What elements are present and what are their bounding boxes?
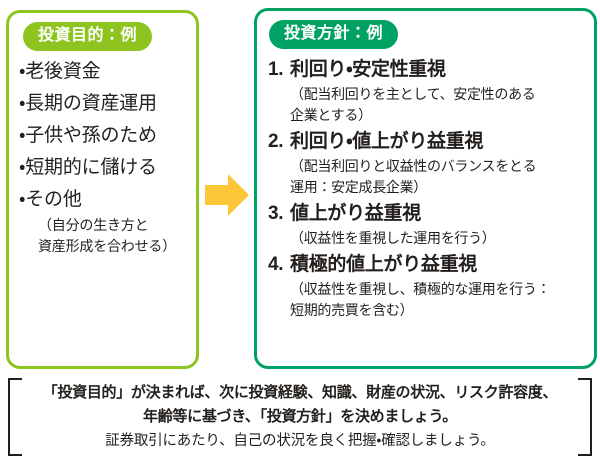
policy-item-note: （収益性を重視し、積極的な運用を行う：短期的売買を含む） <box>290 281 551 318</box>
policy-item-heading: 4. 積極的値上がり益重視 <box>268 250 588 279</box>
list-item: ・子供や孫のため <box>19 121 190 151</box>
bracket-right-decoration <box>578 378 592 456</box>
list-item: 2. 利回り・値上がり益重視 （配当利回りと収益性のバランスをとる運用：安定成長… <box>268 127 588 198</box>
list-item: 1. 利回り・安定性重視 （配当利回りを主として、安定性のある企業とする） <box>268 55 588 126</box>
goal-item-label: ・子供や孫のため <box>19 125 157 146</box>
goal-item-label: ・老後資金 <box>19 61 101 82</box>
policy-item-heading: 1. 利回り・安定性重視 <box>268 55 588 84</box>
arrow-right-icon <box>205 172 249 218</box>
footer-line-3: 証券取引にあたり、自己の状況を良く把握・確認しましょう。 <box>105 433 495 449</box>
policy-item-number: 4. <box>268 254 284 275</box>
goal-item-label: ・短期的に儲ける <box>19 157 157 178</box>
goal-item-note: （自分の生き方と資産形成を合わせる） <box>38 217 176 254</box>
investment-goal-list: ・老後資金 ・長期の資産運用 ・子供や孫のため ・短期的に儲ける ・その他 （自… <box>19 57 190 259</box>
investment-goal-badge: 投資目的：例 <box>23 22 153 51</box>
investment-goal-panel: 投資目的：例 ・老後資金 ・長期の資産運用 ・子供や孫のため ・短期的に儲ける … <box>6 10 199 369</box>
list-item: ・その他 （自分の生き方と資産形成を合わせる） <box>19 185 190 257</box>
list-item: ・長期の資産運用 <box>19 89 190 119</box>
list-item: 3. 値上がり益重視 （収益性を重視した運用を行う） <box>268 199 588 249</box>
investment-policy-list: 1. 利回り・安定性重視 （配当利回りを主として、安定性のある企業とする） 2.… <box>268 55 588 322</box>
policy-item-title: 利回り・安定性重視 <box>290 59 446 80</box>
policy-item-title: 利回り・値上がり益重視 <box>290 131 484 152</box>
policy-item-title: 値上がり益重視 <box>290 203 421 224</box>
policy-item-heading: 3. 値上がり益重視 <box>268 199 588 228</box>
investment-policy-panel: 投資方針：例 1. 利回り・安定性重視 （配当利回りを主として、安定性のある企業… <box>254 8 597 369</box>
footer-line-2: 年齢等に基づき、「投資方針」を決めましょう。 <box>143 408 457 425</box>
investment-policy-badge: 投資方針：例 <box>269 20 399 49</box>
policy-item-number: 3. <box>268 203 284 224</box>
footer-callout: 「投資目的」が決まれば、次に投資経験、知識、財産の状況、リスク許容度、 年齢等に… <box>8 378 592 456</box>
list-item: ・短期的に儲ける <box>19 153 190 183</box>
policy-item-number: 1. <box>268 59 284 80</box>
policy-item-note: （配当利回りと収益性のバランスをとる運用：安定成長企業） <box>290 158 537 195</box>
goal-item-label: ・その他 <box>19 189 82 210</box>
policy-item-number: 2. <box>268 131 284 152</box>
footer-text-block: 「投資目的」が決まれば、次に投資経験、知識、財産の状況、リスク許容度、 年齢等に… <box>22 381 578 454</box>
footer-line-1: 「投資目的」が決まれば、次に投資経験、知識、財産の状況、リスク許容度、 <box>42 384 558 401</box>
policy-item-note: （収益性を重視した運用を行う） <box>290 230 496 246</box>
bracket-left-decoration <box>8 378 22 456</box>
policy-item-note: （配当利回りを主として、安定性のある企業とする） <box>290 86 536 123</box>
list-item: 4. 積極的値上がり益重視 （収益性を重視し、積極的な運用を行う：短期的売買を含… <box>268 250 588 321</box>
policy-item-title: 積極的値上がり益重視 <box>290 254 478 275</box>
list-item: ・老後資金 <box>19 57 190 87</box>
goal-item-label: ・長期の資産運用 <box>19 93 157 114</box>
policy-item-heading: 2. 利回り・値上がり益重視 <box>268 127 588 156</box>
